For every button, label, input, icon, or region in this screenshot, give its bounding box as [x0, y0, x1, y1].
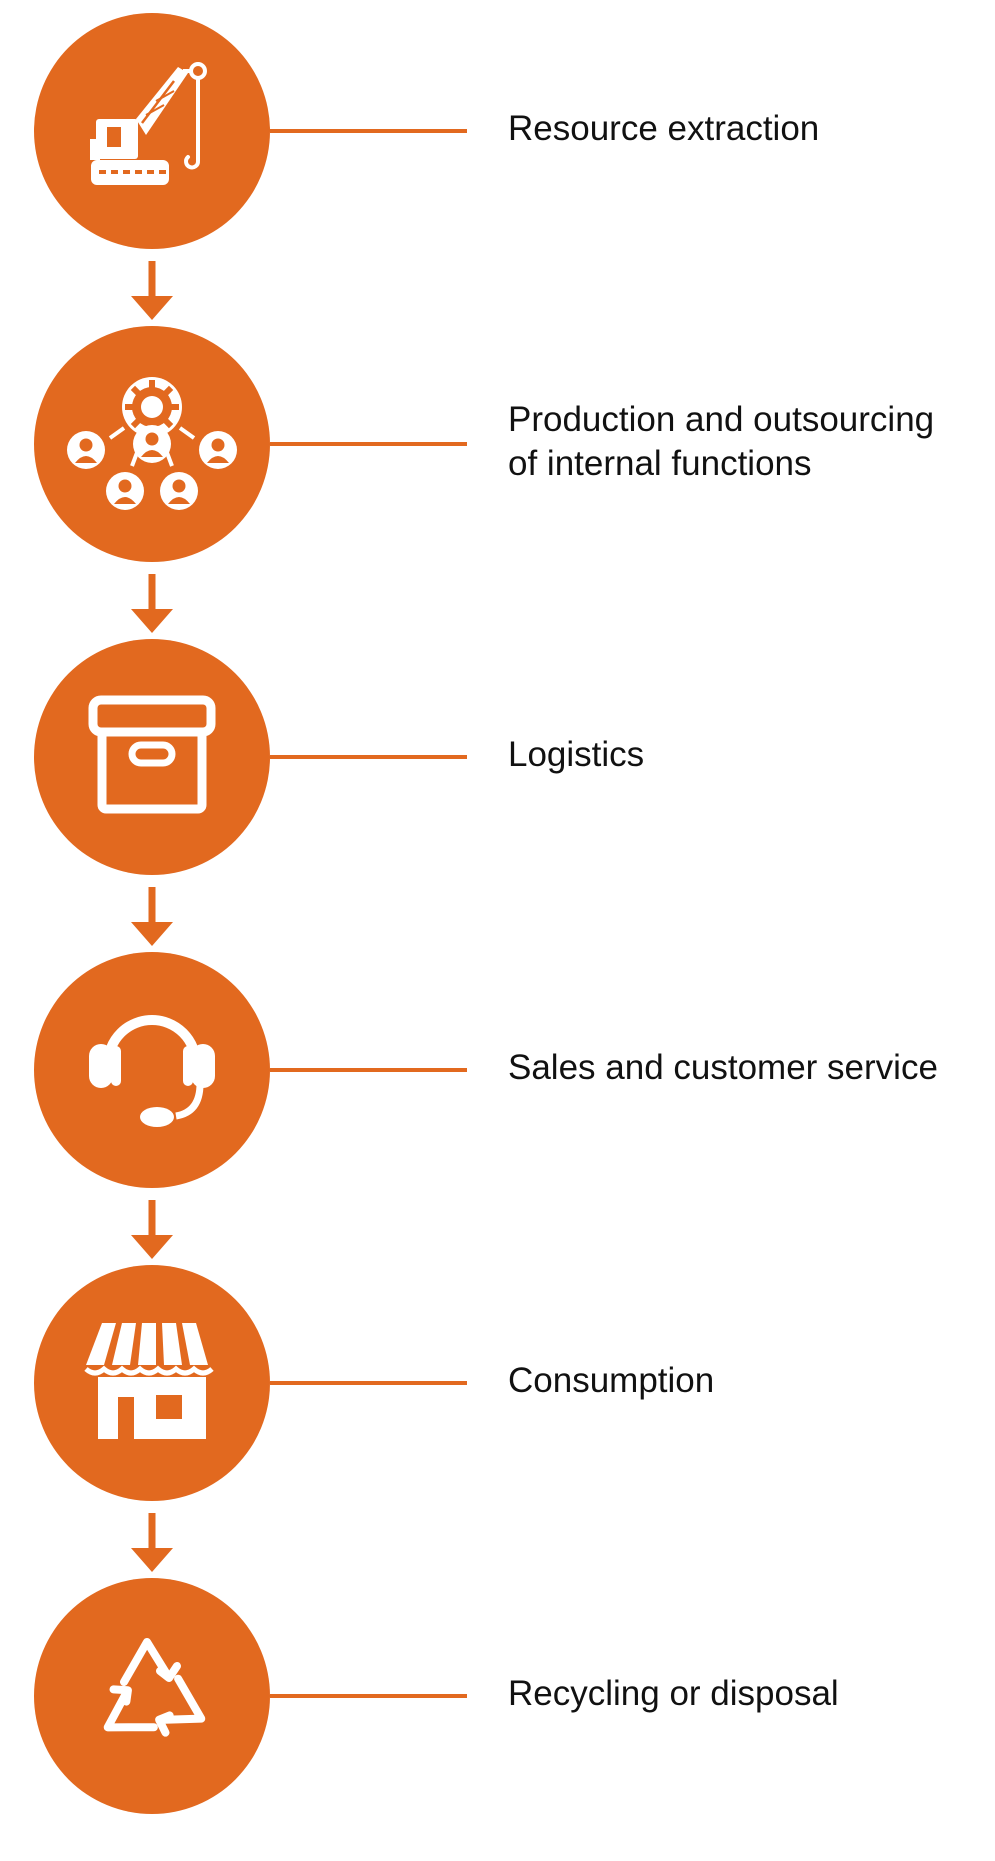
step-node — [34, 13, 467, 249]
step-label: Resource extraction — [508, 107, 819, 151]
step-circle — [34, 952, 270, 1188]
step-node — [34, 639, 467, 875]
step-label-line: Consumption — [508, 1361, 715, 1400]
step-node — [34, 1578, 467, 1814]
flow-arrow — [131, 261, 173, 320]
flow-arrow — [131, 1513, 173, 1572]
flow-arrow — [131, 574, 173, 633]
step-circle — [34, 13, 270, 249]
flow-arrow — [131, 1200, 173, 1259]
step-label-line: Recycling or disposal — [508, 1674, 839, 1713]
step-label-line: Production and outsourcing — [508, 400, 935, 439]
step-label: Production and outsourcing of internal fu… — [508, 398, 934, 486]
step-circle — [34, 1578, 270, 1814]
flow-arrow — [131, 887, 173, 946]
step-label-line: Resource extraction — [508, 109, 820, 148]
storefront-icon — [86, 1323, 212, 1439]
step-label: Logistics — [508, 733, 644, 777]
step-label: Consumption — [508, 1359, 714, 1403]
step-label: Sales and customer service — [508, 1046, 938, 1090]
step-label: Recycling or disposal — [508, 1672, 839, 1716]
step-label-line: of internal functions — [508, 444, 812, 483]
step-label-line: Logistics — [508, 735, 645, 774]
step-node — [34, 326, 467, 562]
step-circle — [34, 639, 270, 875]
step-label-line: Sales and customer service — [508, 1048, 938, 1087]
step-node — [34, 952, 467, 1188]
step-node — [34, 1265, 467, 1501]
